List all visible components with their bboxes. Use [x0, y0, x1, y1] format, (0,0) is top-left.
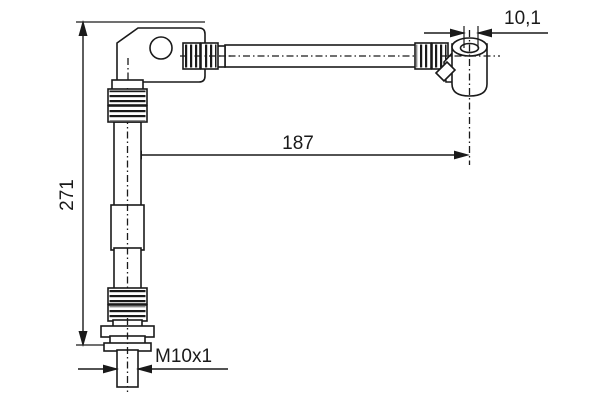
dimension-101-arrow-left [450, 28, 466, 38]
bracket-hole [149, 36, 173, 60]
crimp-ferrule-hatch-e [109, 90, 146, 104]
dimension-m10x1-label: M10x1 [155, 346, 212, 367]
crimp-ferrule-hatch-g [109, 289, 146, 303]
dimension-187: 187 [126, 133, 470, 160]
dimension-271-label: 271 [57, 179, 78, 211]
dimension-m10x1: M10x1 [78, 346, 228, 374]
dimension-187-label: 187 [282, 133, 314, 154]
dimension-187-arrow-right [454, 150, 470, 160]
banjo-bleed-nub [434, 60, 457, 83]
male-thread-fitting [100, 318, 155, 392]
crimp-ferrule-horizontal-left [180, 42, 222, 70]
dimension-101-label: 10,1 [504, 8, 541, 29]
dimension-m10x1-arrow-right [136, 364, 152, 374]
dimension-101-arrow-right [476, 28, 492, 38]
crimp-ferrule-vertical-lower [107, 287, 148, 322]
crimp-ferrule-hatch-h [109, 306, 146, 320]
dimension-m10x1-arrow-left [103, 364, 119, 374]
crimp-ferrule-vertical-upper [107, 88, 148, 123]
dimension-271-arrow-bottom [78, 331, 88, 347]
dimension-101: 10,1 [424, 8, 548, 48]
dimension-271-arrow-top [78, 20, 88, 36]
crimp-ferrule-hatch-f [109, 107, 146, 121]
crimp-ferrule-hatch-c [416, 44, 430, 68]
vertical-hose-lower [113, 247, 142, 293]
